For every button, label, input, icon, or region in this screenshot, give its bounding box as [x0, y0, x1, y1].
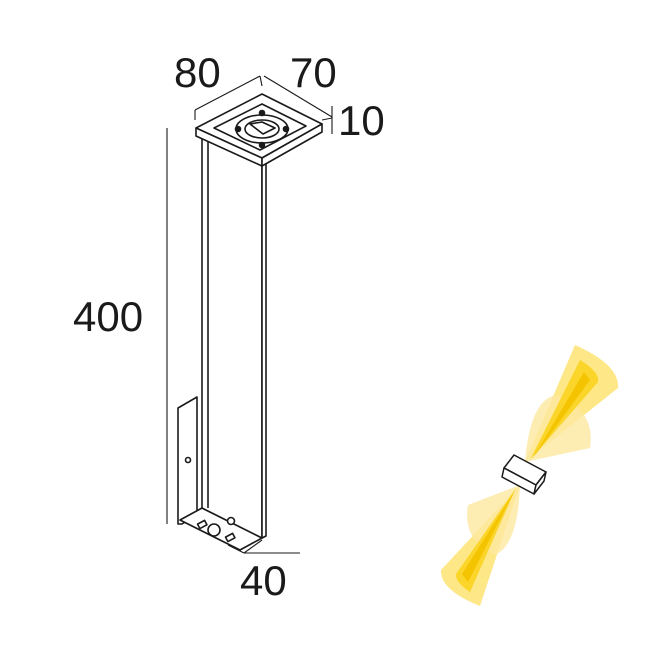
fixture-body — [177, 93, 323, 551]
width-dim-line — [194, 75, 261, 111]
height-label: 400 — [73, 293, 144, 340]
bottom-lamp — [207, 523, 221, 537]
bracket-label: 40 — [240, 557, 287, 604]
column-right-face — [261, 157, 267, 539]
top-label: 10 — [338, 97, 385, 144]
width-label: 80 — [174, 49, 221, 96]
bracket-screw — [184, 456, 192, 464]
light-beam-symbol — [440, 345, 619, 606]
depth-label: 70 — [290, 49, 337, 96]
column-left-face — [201, 127, 263, 539]
dimension-lines — [166, 75, 333, 554]
head-side — [261, 123, 323, 167]
mini-fixture — [501, 454, 547, 495]
depth-dim-line — [263, 75, 333, 118]
